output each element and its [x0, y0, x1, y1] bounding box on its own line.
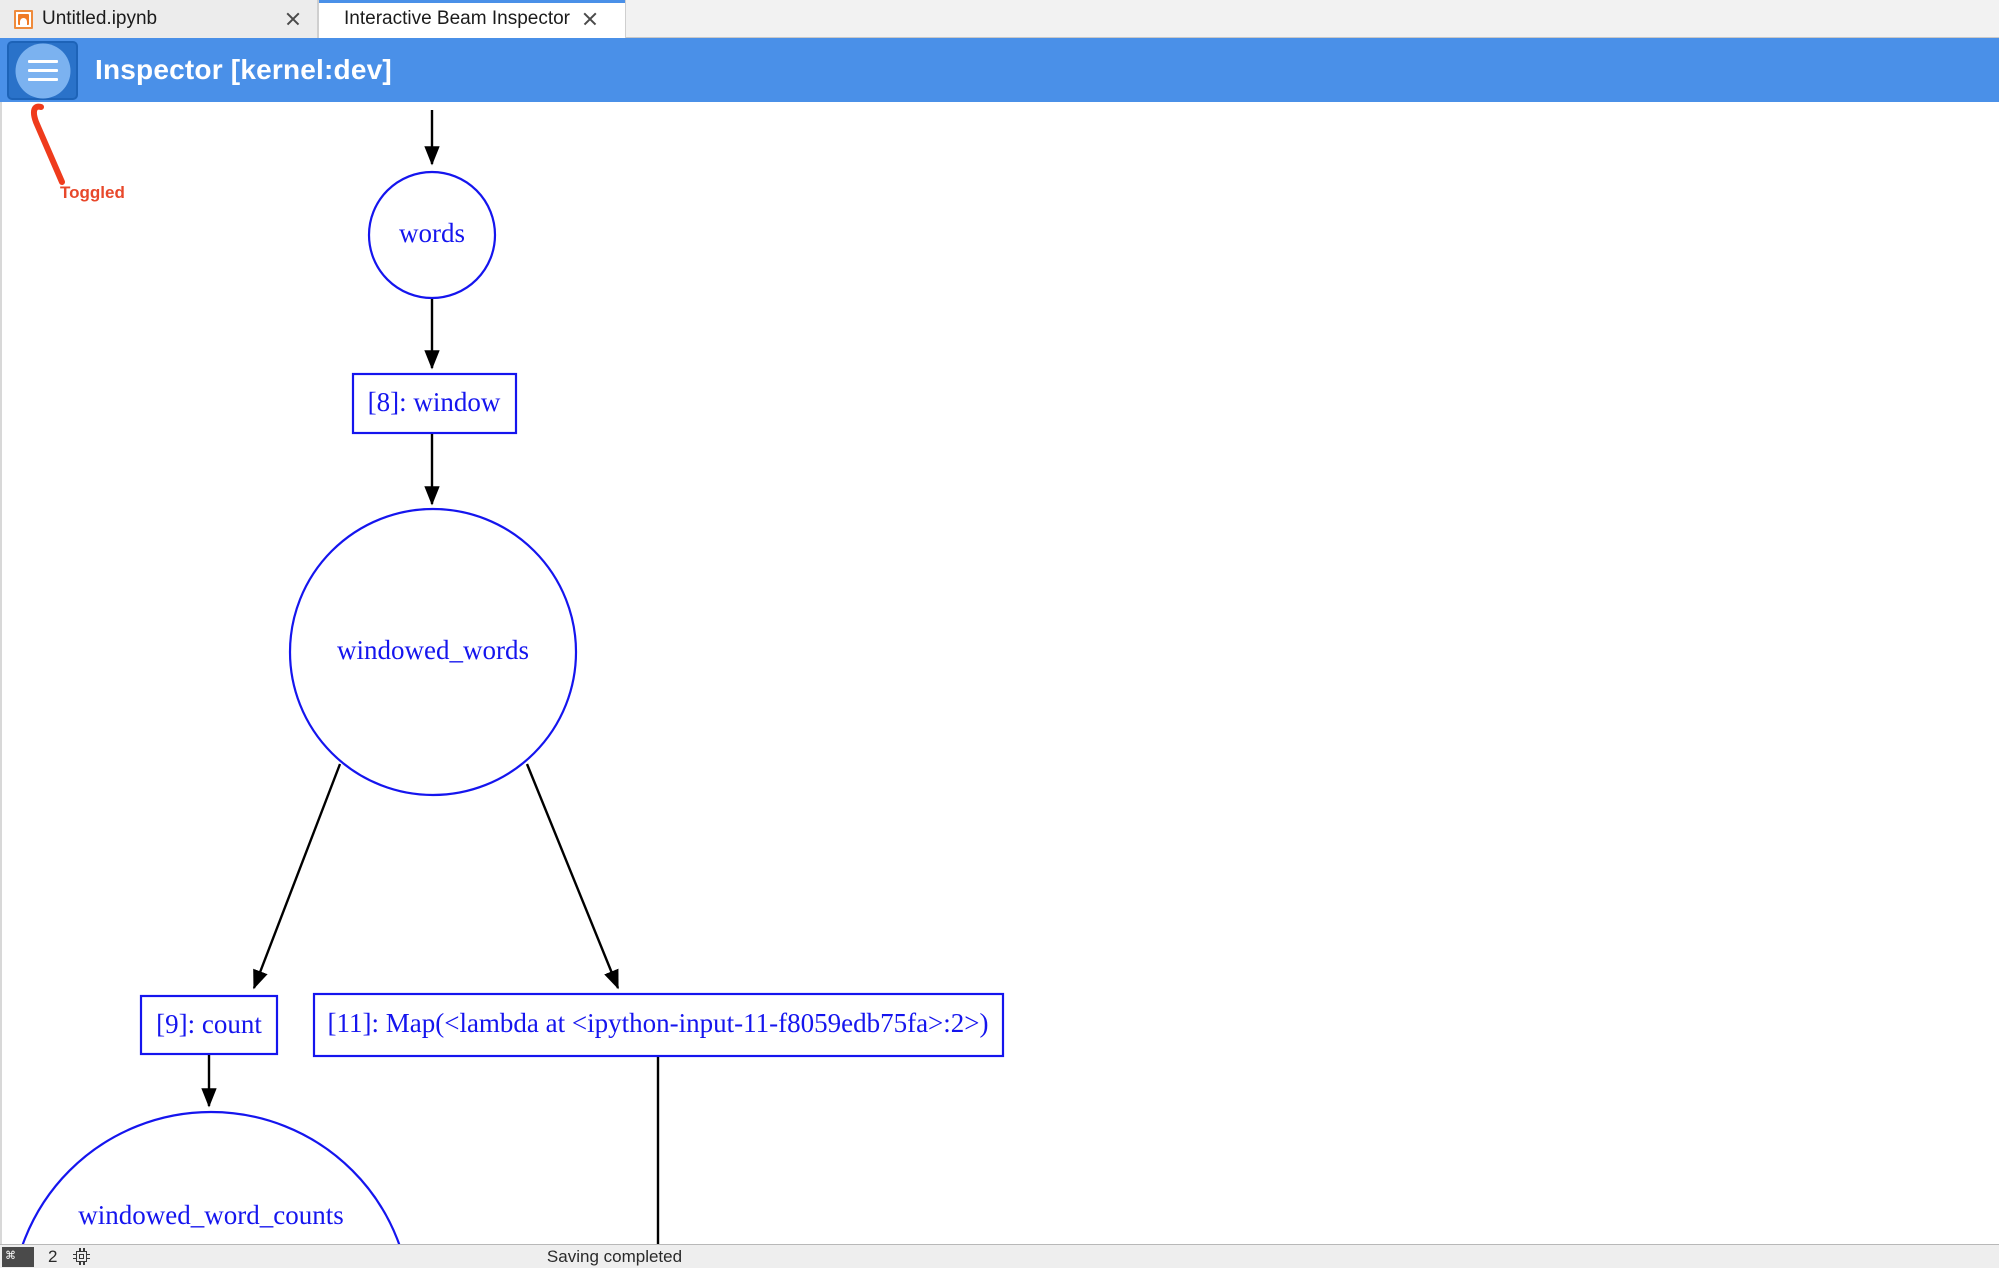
tab-close-icon[interactable] [283, 9, 303, 29]
kernel-indicator[interactable]: ⌘ [2, 1246, 34, 1267]
node-count[interactable] [139, 994, 279, 1056]
pipeline-graph: words [8]: window windowed_words [9]: co… [11, 110, 1005, 1244]
tab-label: Untitled.ipynb [42, 8, 158, 29]
tab-bar-empty-space [626, 0, 1999, 37]
annotation-label: Toggled [60, 183, 125, 202]
page-title: Inspector [kernel:dev] [95, 54, 392, 85]
node-words[interactable] [367, 170, 497, 300]
edge-windowed-words-to-map [525, 763, 620, 990]
tab-untitled-ipynb[interactable]: Untitled.ipynb [0, 0, 318, 38]
chip-icon[interactable] [73, 1248, 91, 1265]
tab-interactive-beam-inspector[interactable]: Interactive Beam Inspector [318, 0, 626, 38]
node-window[interactable] [351, 372, 518, 435]
node-map-label: [11]: Map(<lambda at <ipython-input-11-f… [328, 1008, 989, 1038]
kernel-glyph-icon: ⌘ [5, 1250, 16, 1262]
tab-bar: Untitled.ipynb Interactive Beam Inspecto… [0, 0, 1999, 38]
hamburger-icon [27, 59, 58, 82]
status-message: Saving completed [546, 1246, 683, 1266]
node-window-label: [8]: window [368, 387, 501, 417]
node-count-label: [9]: count [156, 1009, 262, 1039]
node-windowed-words-label: windowed_words [337, 635, 529, 665]
node-windowed-word-counts-label: windowed_word_counts [78, 1200, 343, 1230]
node-map[interactable] [312, 992, 1005, 1058]
status-bar-left: ⌘ 2 [0, 1245, 91, 1268]
pipeline-graph-canvas[interactable]: words [8]: window windowed_words [9]: co… [0, 102, 1999, 1244]
tab-close-icon[interactable] [580, 9, 600, 29]
menu-toggle-button[interactable] [7, 41, 78, 100]
terminal-count: 2 [48, 1247, 58, 1266]
node-windowed-words[interactable] [288, 507, 578, 797]
node-windowed-word-counts[interactable] [11, 1110, 411, 1244]
status-bar: ⌘ 2 Saving completed [0, 1244, 1999, 1268]
tab-label: Interactive Beam Inspector [344, 8, 570, 29]
notebook-icon [14, 9, 33, 29]
node-words-label: words [399, 218, 465, 248]
inspector-header: Inspector [kernel:dev] [0, 38, 1999, 102]
edge-windowed-words-to-count [252, 763, 342, 990]
